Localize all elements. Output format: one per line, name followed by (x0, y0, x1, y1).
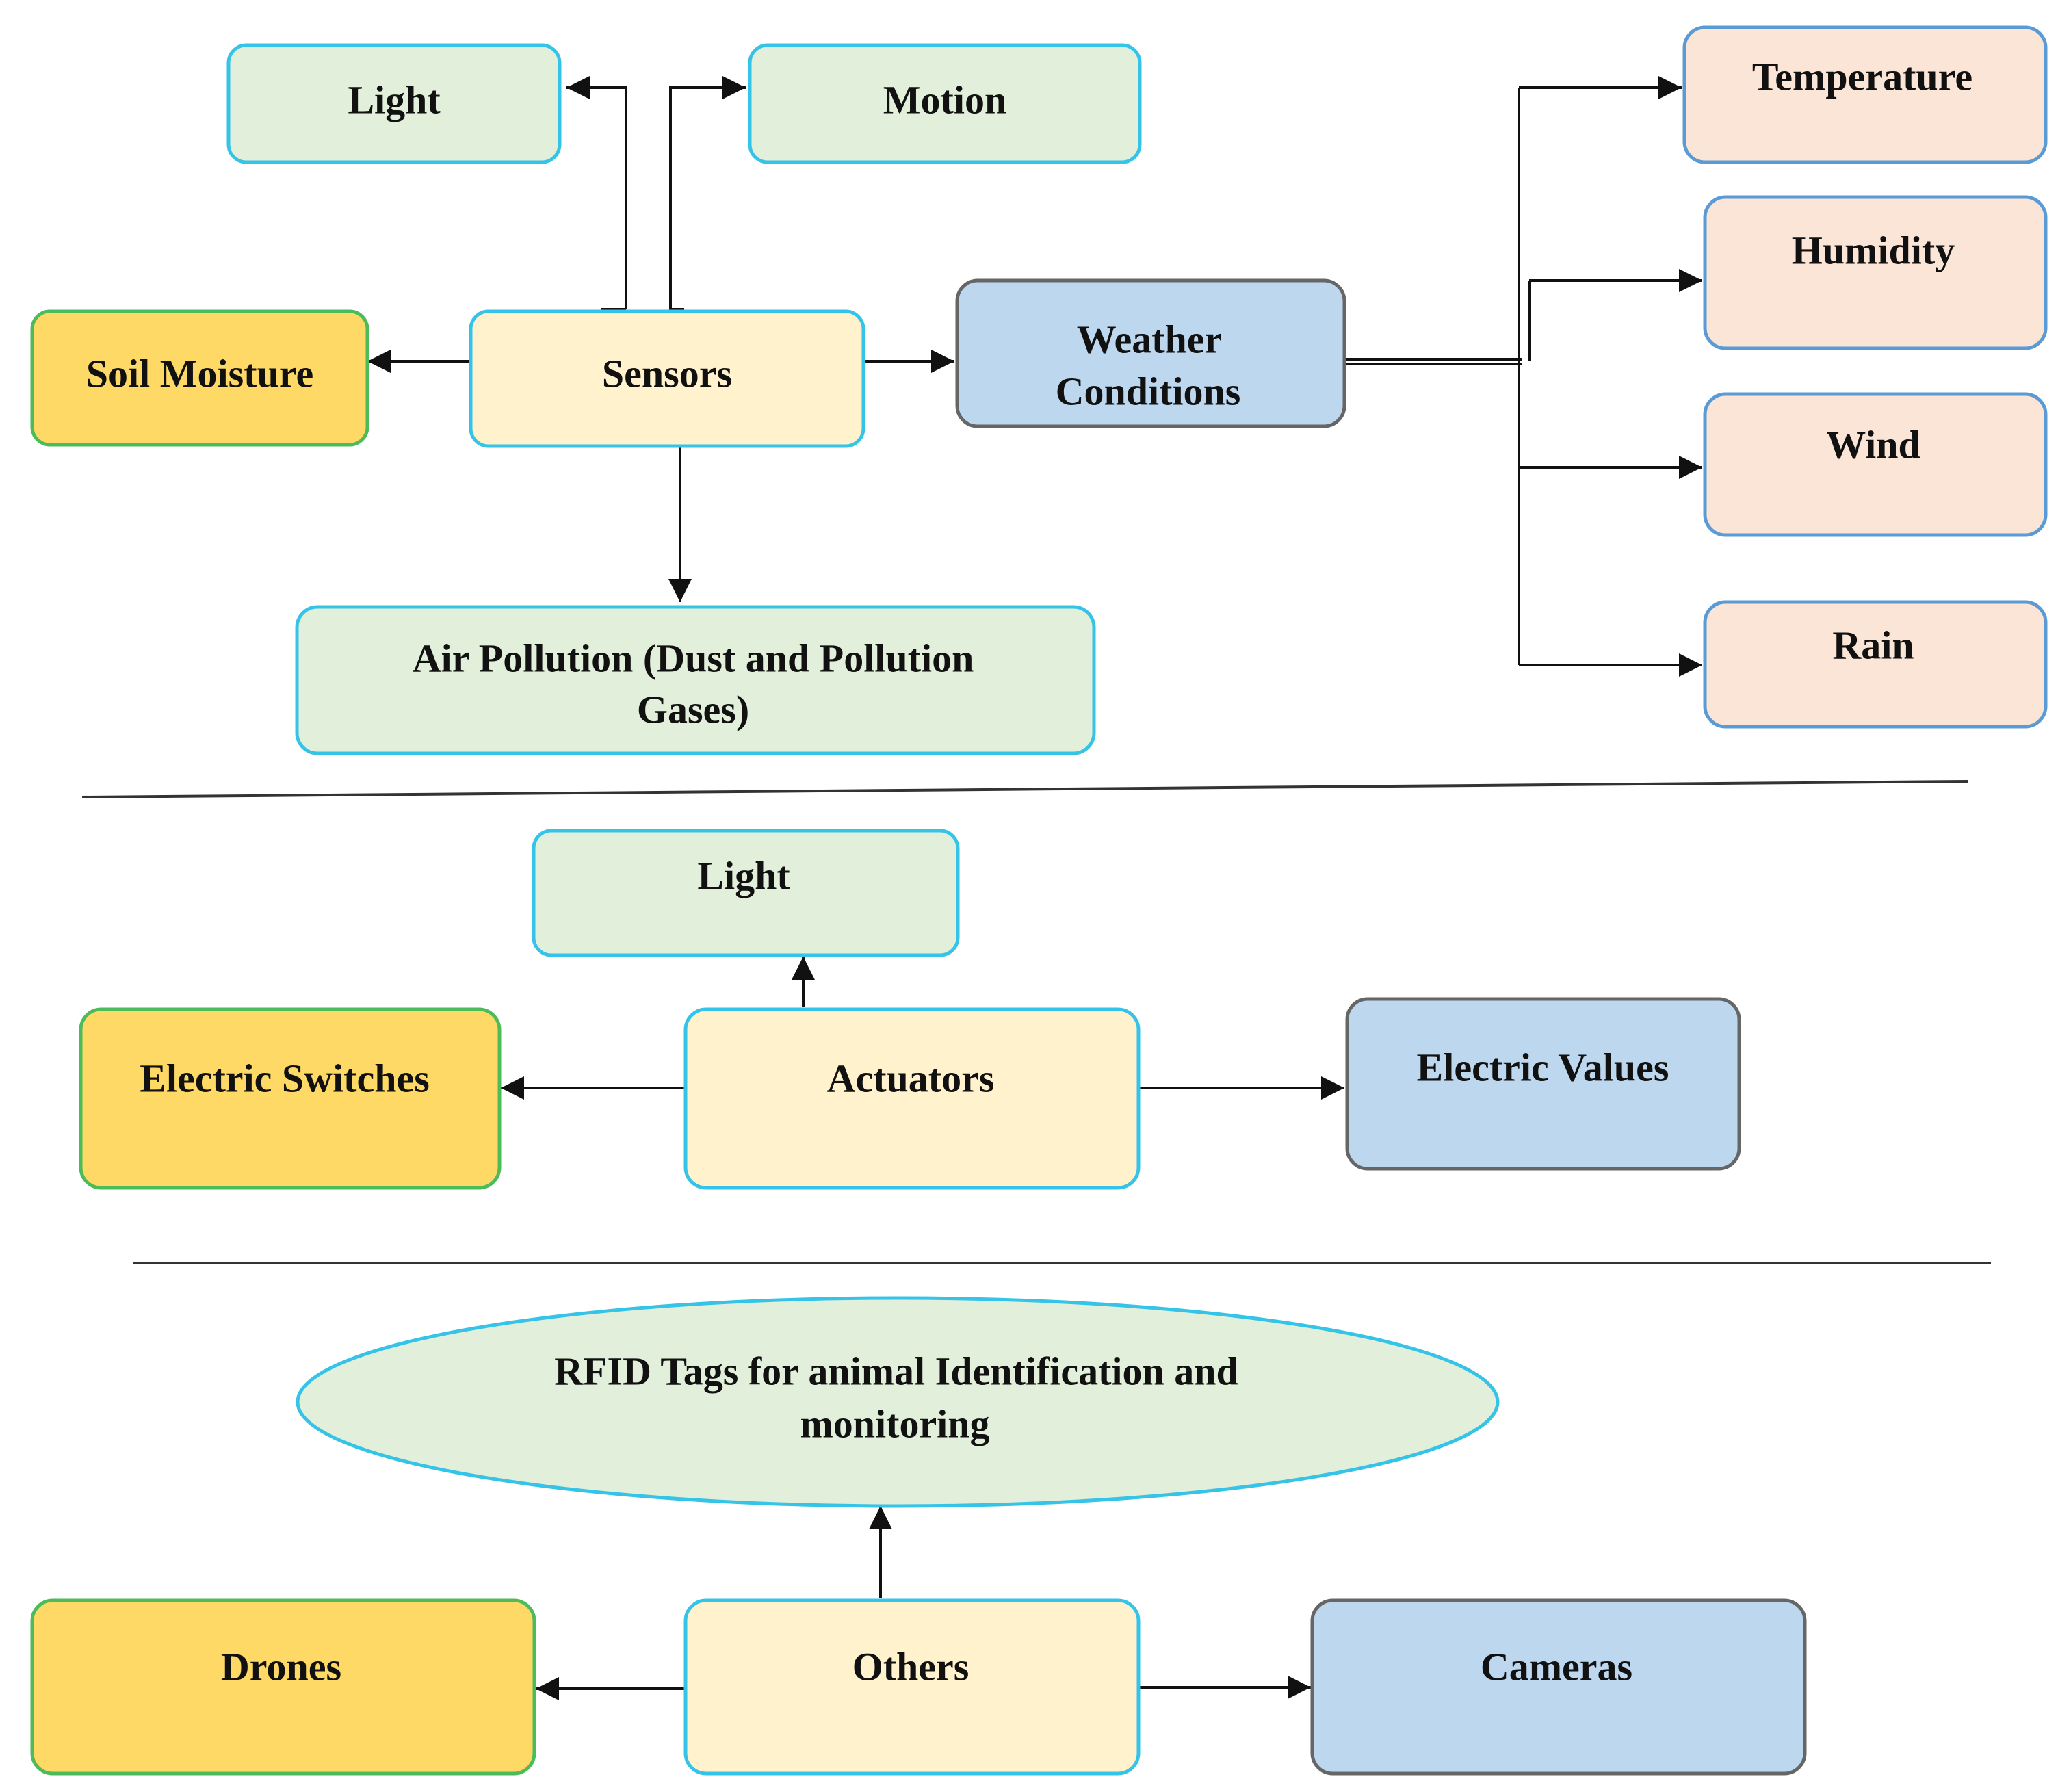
node-sensors-light: Light (226, 43, 562, 164)
weather-label-line2: Conditions (1056, 369, 1241, 413)
rain-label: Rain (1832, 623, 1914, 667)
node-weather-conditions: Weather Conditions (955, 278, 1346, 428)
arrow-sensors-to-motion (669, 76, 746, 311)
motion-label: Motion (883, 77, 1006, 122)
node-actuators: Actuators (683, 1007, 1141, 1190)
node-rain: Rain (1703, 600, 2048, 729)
drones-label: Drones (221, 1644, 341, 1689)
sensors-light-label: Light (348, 77, 441, 122)
node-sensors: Sensors (469, 309, 865, 448)
sensors-label: Sensors (602, 351, 732, 395)
node-wind: Wind (1703, 392, 2048, 537)
node-air-pollution: Air Pollution (Dust and Pollution Gases) (295, 605, 1096, 755)
node-humidity: Humidity (1703, 195, 2048, 350)
cameras-label: Cameras (1481, 1644, 1632, 1689)
arrow-sensors-to-light (566, 76, 627, 309)
node-others: Others (683, 1598, 1141, 1776)
node-electric-switches: Electric Switches (79, 1007, 502, 1190)
actuators-light-label: Light (697, 853, 790, 898)
rfid-label-line2: monitoring (800, 1401, 989, 1446)
node-temperature: Temperature (1682, 25, 2048, 164)
air-pollution-label-line1: Air Pollution (Dust and Pollution (413, 636, 974, 680)
air-pollution-label-line2: Gases) (637, 687, 749, 731)
node-cameras: Cameras (1310, 1598, 1807, 1776)
electric-values-label: Electric Values (1417, 1045, 1669, 1089)
rfid-label-line1: RFID Tags for animal Identification and (554, 1349, 1238, 1393)
node-drones: Drones (30, 1598, 536, 1776)
electric-switches-label: Electric Switches (140, 1056, 430, 1100)
soil-moisture-label: Soil Moisture (86, 351, 313, 395)
section-divider (81, 780, 1968, 798)
node-motion: Motion (748, 43, 1142, 164)
node-rfid-tags: RFID Tags for animal Identification and … (296, 1296, 1500, 1508)
wind-label: Wind (1826, 422, 1920, 467)
others-label: Others (852, 1644, 969, 1689)
connectors (367, 76, 1702, 1700)
temperature-label: Temperature (1752, 54, 1972, 99)
humidity-label: Humidity (1792, 228, 1955, 272)
node-soil-moisture: Soil Moisture (30, 309, 369, 447)
weather-label-line1: Weather (1077, 317, 1223, 361)
node-actuators-light: Light (532, 829, 960, 957)
node-electric-values: Electric Values (1345, 997, 1741, 1171)
actuators-label: Actuators (827, 1056, 995, 1100)
